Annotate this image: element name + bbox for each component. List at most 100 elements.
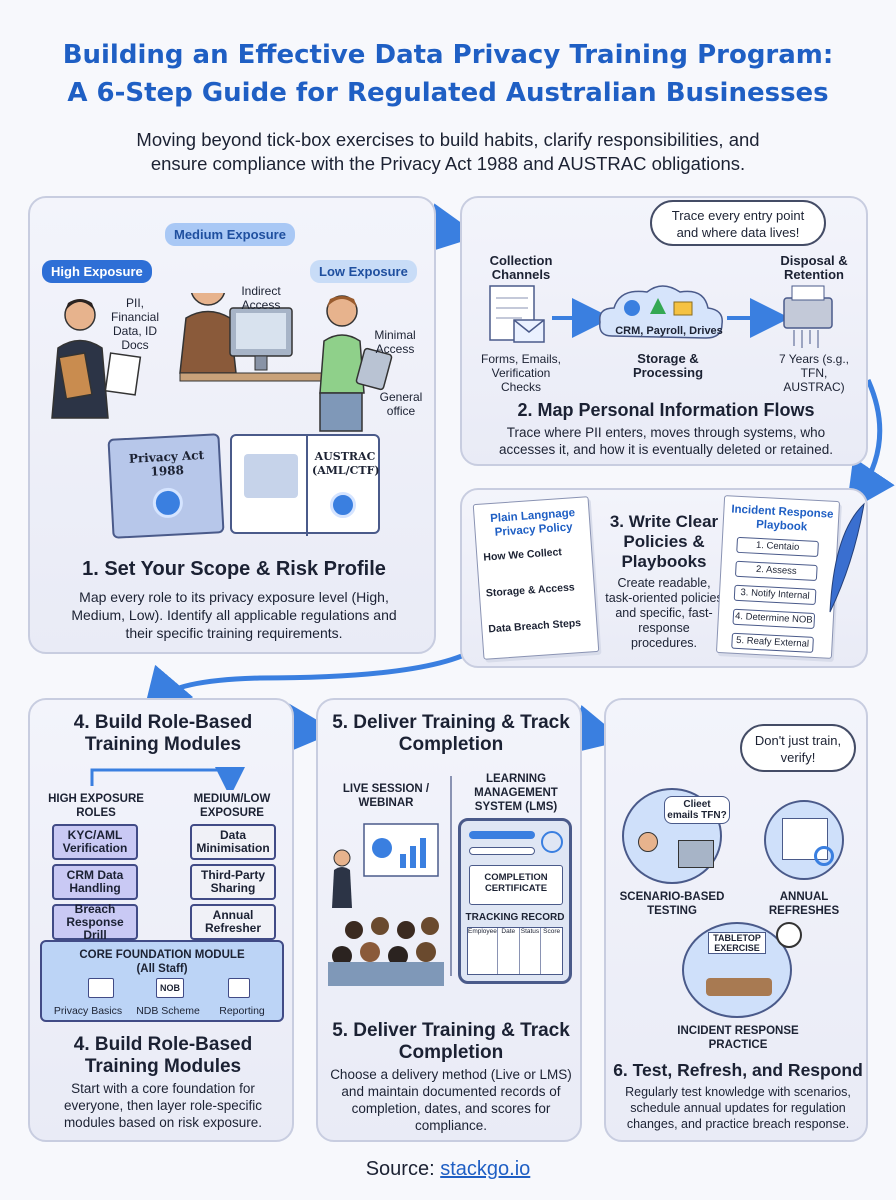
- table-header: Date: [498, 928, 520, 974]
- core-item-privacy-basics: Privacy Basics: [53, 1005, 123, 1017]
- step3-description: Create readable, task-oriented policies …: [605, 576, 723, 650]
- core-item-ndb-scheme: NDB Scheme: [136, 1005, 200, 1017]
- collection-label: Collection Channels: [489, 253, 553, 282]
- playbook-step: 2. Assess: [734, 560, 818, 582]
- tabletop-illustration: TABLETOP EXERCISE: [682, 922, 792, 1018]
- core-foundation-module: CORE FOUNDATION MODULE (All Staff) NOB P…: [40, 940, 284, 1022]
- low-exposure-note-1: Minimal Access: [374, 328, 416, 356]
- low-exposure-pill: Low Exposure: [310, 260, 417, 283]
- medium-exposure-header: MEDIUM/LOW EXPOSURE: [193, 793, 271, 819]
- incident-response-label: INCIDENT RESPONSE PRACTICE: [677, 1025, 799, 1051]
- step1-description: Map every role to its privacy exposure l…: [71, 589, 397, 641]
- high-exposure-person-icon: [51, 299, 142, 419]
- divider: [450, 776, 452, 976]
- annual-refresh-label: ANNUAL REFRESHES: [768, 891, 840, 917]
- module-annual-refresher: Annual Refresher: [190, 904, 276, 940]
- high-exposure-header: HIGH EXPOSURE ROLES: [48, 793, 144, 819]
- policy-doc-title: Plain Langnage Privacy Policy: [489, 507, 576, 539]
- playbook-step: 3. Notify Internal: [733, 584, 817, 606]
- low-exposure-person-icon: [319, 295, 393, 432]
- tracking-table: Employee Date Status Score: [467, 927, 563, 975]
- source-link[interactable]: stackgo.io: [440, 1158, 531, 1180]
- retention-note: 7 Years (s.g., TFN, AUSTRAC): [778, 352, 850, 394]
- module-breach-drill: Breach Response Drill: [52, 902, 138, 941]
- playbook-title: Incident Response Playbook: [731, 503, 834, 534]
- module-kyc-aml: KYC/AML Verification: [52, 824, 138, 860]
- core-item-reporting: Reporting: [219, 1005, 265, 1017]
- step5-title: 5. Deliver Training & Track Completion: [332, 712, 570, 755]
- table-header: Score: [543, 928, 561, 935]
- branch-arrows: [90, 767, 245, 790]
- step6-panel: Don't just train, verify! Clieet emails …: [604, 698, 868, 1142]
- policy-doc-item: How We Collect: [483, 546, 563, 564]
- step2-title: 2. Map Personal Information Flows: [517, 400, 815, 420]
- lms-label: LEARNING MANAGEMENT SYSTEM (LMS): [474, 773, 558, 813]
- scenario-testing-label: SCENARIO-BASED TESTING: [619, 891, 725, 917]
- step2-panel: Trace every entry point and where data l…: [460, 196, 868, 466]
- data-flow-illustration: [489, 285, 833, 348]
- map-icon: [244, 454, 298, 498]
- step6-description: Regularly test knowledge with scenarios,…: [625, 1085, 851, 1131]
- progress-bar: [469, 831, 535, 839]
- live-session-label: LIVE SESSION / WEBINAR: [342, 783, 430, 809]
- refresh-icon: [814, 846, 834, 866]
- page-title-line2: A 6-Step Guide for Regulated Australian …: [67, 78, 829, 108]
- low-exposure-note-2: General office: [379, 390, 423, 418]
- tracking-record-label: TRACKING RECORD: [465, 912, 565, 923]
- step4-description: Start with a core foundation for everyon…: [63, 1081, 263, 1130]
- privacy-act-book-title: Privacy Act 1988: [128, 447, 205, 479]
- badge-icon: [330, 492, 356, 518]
- step2-thought-bubble: Trace every entry point and where data l…: [650, 200, 826, 246]
- playbook-step: 5. Reafy External: [731, 632, 814, 653]
- step4-title: 4. Build Role-Based Training Modules: [73, 712, 253, 755]
- austrac-book: AUSTRAC (AML/CTF): [230, 434, 380, 536]
- tabletop-sign: TABLETOP EXERCISE: [708, 932, 766, 954]
- ndb-icon: NOB: [156, 978, 184, 998]
- policy-doc-item: Data Breach Steps: [488, 616, 582, 636]
- step4-panel: 4. Build Role-Based Training Modules HIG…: [28, 698, 294, 1142]
- collection-items: Forms, Emails, Verification Checks: [480, 352, 561, 394]
- medium-exposure-note: Indirect Access: [241, 284, 281, 312]
- table-header: Status: [520, 928, 542, 974]
- privacy-act-book: Privacy Act 1988: [107, 433, 225, 539]
- step4-bottom-title: 4. Build Role-Based Training Modules: [73, 1034, 253, 1077]
- playbook-step: 1. Centaio: [736, 536, 819, 558]
- arrow-step2-to-step3: [846, 378, 895, 513]
- badge-icon: [152, 487, 184, 519]
- storage-label: Storage & Processing: [632, 351, 704, 380]
- book-icon: [88, 978, 114, 998]
- tablet-device: COMPLETION CERTIFICATE TRACKING RECORD E…: [458, 818, 572, 984]
- step3-panel: Plain Langnage Privacy Policy How We Col…: [460, 488, 868, 668]
- page-title-line1: Building an Effective Data Privacy Train…: [62, 40, 834, 70]
- monitor-icon: [678, 840, 714, 868]
- core-module-title: CORE FOUNDATION MODULE: [79, 949, 245, 961]
- step6-thought-bubble: Don't just train, verify!: [740, 724, 856, 772]
- privacy-policy-document: Plain Langnage Privacy Policy How We Col…: [472, 496, 600, 660]
- subtitle-line1: Moving beyond tick-box exercises to buil…: [136, 129, 760, 150]
- source-credit: Source: stackgo.io: [0, 1158, 896, 1181]
- incident-playbook-document: Incident Response Playbook 1. Centaio 2.…: [715, 495, 841, 659]
- step5-bottom-title: 5. Deliver Training & Track Completion: [332, 1020, 570, 1063]
- policy-doc-item: Storage & Access: [485, 581, 576, 600]
- high-exposure-pill: High Exposure: [42, 260, 152, 283]
- core-module-subtitle: (All Staff): [136, 963, 188, 975]
- webinar-illustration: [328, 823, 444, 986]
- step2-description: Trace where PII enters, moves through sy…: [499, 425, 833, 457]
- module-data-minimisation: Data Minimisation: [190, 824, 276, 860]
- clipboard-icon: [228, 978, 250, 998]
- progress-bar: [469, 847, 535, 855]
- step1-title: 1. Set Your Scope & Risk Profile: [82, 558, 386, 580]
- playbook-step: 4. Determine NOB: [732, 608, 816, 629]
- medium-exposure-pill: Medium Exposure: [165, 223, 295, 246]
- disposal-label: Disposal & Retention: [780, 253, 848, 282]
- annual-refresh-illustration: [764, 800, 844, 880]
- table-icon: [706, 978, 772, 996]
- table-header: Employee: [468, 928, 498, 974]
- certificate-card: COMPLETION CERTIFICATE: [469, 865, 563, 905]
- arrow-step3-to-step4: [141, 645, 480, 720]
- step5-description: Choose a delivery method (Live or LMS) a…: [330, 1067, 572, 1133]
- shredder-icon: [783, 285, 833, 348]
- people-illustration: [51, 293, 393, 432]
- email-icon: [513, 319, 545, 343]
- module-third-party: Third-Party Sharing: [190, 864, 276, 900]
